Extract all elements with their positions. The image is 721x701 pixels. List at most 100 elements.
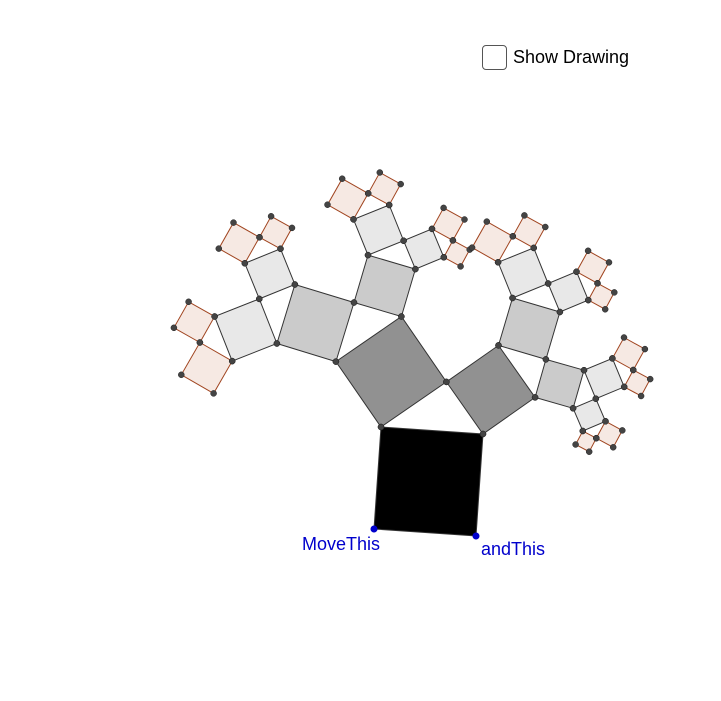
vertex-point[interactable]: [324, 201, 331, 208]
vertex-point[interactable]: [457, 263, 464, 270]
vertex-point[interactable]: [569, 405, 577, 412]
vertex-point[interactable]: [428, 225, 436, 233]
leaf-square: [574, 430, 597, 453]
vertex-point[interactable]: [273, 340, 281, 347]
vertex-point[interactable]: [572, 441, 579, 448]
vertex-point[interactable]: [412, 265, 419, 273]
vertex-point[interactable]: [605, 259, 613, 266]
vertex-point[interactable]: [196, 339, 204, 346]
vertex-point[interactable]: [256, 234, 263, 241]
vertex-point[interactable]: [350, 299, 358, 306]
vertex-point[interactable]: [377, 423, 385, 431]
vertex-point[interactable]: [332, 358, 340, 365]
vertex-point[interactable]: [609, 355, 616, 362]
vertex-point[interactable]: [267, 213, 275, 220]
vertex-point[interactable]: [338, 175, 346, 182]
vertex-point[interactable]: [449, 237, 457, 244]
vertex-point[interactable]: [593, 434, 600, 442]
vertex-point[interactable]: [228, 357, 236, 365]
vertex-point[interactable]: [364, 190, 372, 197]
vertex-point[interactable]: [531, 394, 539, 401]
vertex-point[interactable]: [620, 334, 628, 341]
leaf-square: [218, 221, 261, 264]
vertex-point[interactable]: [256, 295, 263, 303]
branch-square: [335, 315, 448, 428]
vertex-point[interactable]: [620, 383, 628, 391]
vertex-point[interactable]: [210, 390, 217, 397]
leaf-square: [587, 282, 615, 310]
vertex-point[interactable]: [556, 308, 564, 316]
tree-vertices: [170, 169, 654, 540]
leaf-square: [595, 420, 623, 448]
vertex-point[interactable]: [385, 201, 393, 209]
vertex-point[interactable]: [483, 218, 491, 225]
vertex-point[interactable]: [288, 224, 296, 232]
vertex-point[interactable]: [637, 392, 645, 400]
vertex-point[interactable]: [509, 233, 517, 240]
vertex-point[interactable]: [602, 418, 609, 425]
vertex-point[interactable]: [461, 216, 468, 223]
vertex-point[interactable]: [584, 247, 592, 255]
vertex-point[interactable]: [241, 260, 249, 267]
vertex-point[interactable]: [592, 395, 600, 402]
vertex-point[interactable]: [495, 342, 502, 349]
vertex-point[interactable]: [609, 444, 617, 451]
vertex-point[interactable]: [542, 223, 549, 231]
leaf-square: [611, 336, 646, 371]
vertex-point[interactable]: [542, 356, 550, 363]
vertex-point[interactable]: [619, 427, 626, 434]
branch-square: [547, 271, 589, 313]
vertex-point[interactable]: [509, 294, 516, 302]
vertex-point[interactable]: [230, 219, 237, 226]
vertex-point[interactable]: [611, 289, 618, 296]
show-drawing-checkbox[interactable]: [482, 45, 507, 70]
vertex-point[interactable]: [350, 216, 357, 223]
show-drawing-toggle[interactable]: Show Drawing: [482, 45, 629, 70]
vertex-point[interactable]: [211, 313, 218, 320]
vertex-point[interactable]: [530, 244, 537, 252]
vertex-point[interactable]: [468, 244, 476, 251]
vertex-point[interactable]: [544, 280, 552, 287]
vertex-point[interactable]: [170, 324, 178, 332]
vertex-point[interactable]: [400, 237, 407, 244]
leaf-square: [623, 369, 651, 397]
leaf-square: [180, 341, 233, 395]
pythagoras-tree: [173, 171, 651, 537]
branch-square: [583, 357, 625, 400]
vertex-point[interactable]: [585, 296, 592, 304]
vertex-point[interactable]: [397, 180, 404, 188]
vertex-point[interactable]: [277, 245, 284, 253]
branch-square: [445, 344, 536, 435]
branch-square: [402, 228, 445, 270]
vertex-point[interactable]: [479, 430, 487, 438]
vertex-point[interactable]: [521, 212, 528, 219]
vertex-point[interactable]: [291, 281, 299, 288]
vertex-point[interactable]: [585, 448, 593, 455]
vertex-point[interactable]: [185, 298, 192, 306]
leaf-square: [367, 171, 402, 206]
vertex-point[interactable]: [364, 251, 372, 259]
vertex-point[interactable]: [215, 245, 223, 252]
leaf-square: [258, 215, 293, 250]
and-this-label: andThis: [481, 539, 545, 559]
vertex-point[interactable]: [178, 371, 185, 379]
leaf-square: [471, 220, 514, 263]
vertex-point[interactable]: [646, 375, 654, 383]
vertex-point[interactable]: [376, 169, 384, 176]
and-this-point[interactable]: [472, 532, 480, 540]
vertex-point[interactable]: [579, 427, 587, 435]
vertex-point[interactable]: [440, 204, 447, 212]
move-this-point[interactable]: [370, 525, 378, 533]
vertex-point[interactable]: [601, 306, 609, 313]
vertex-point[interactable]: [494, 259, 502, 266]
vertex-point[interactable]: [641, 345, 649, 353]
vertex-point[interactable]: [580, 366, 588, 374]
vertex-point[interactable]: [630, 366, 637, 374]
vertex-point[interactable]: [398, 313, 405, 320]
vertex-point[interactable]: [573, 268, 580, 275]
vertex-point[interactable]: [594, 280, 601, 287]
vertex-point[interactable]: [440, 254, 448, 261]
leaf-square: [512, 214, 546, 249]
vertex-point[interactable]: [443, 378, 450, 386]
